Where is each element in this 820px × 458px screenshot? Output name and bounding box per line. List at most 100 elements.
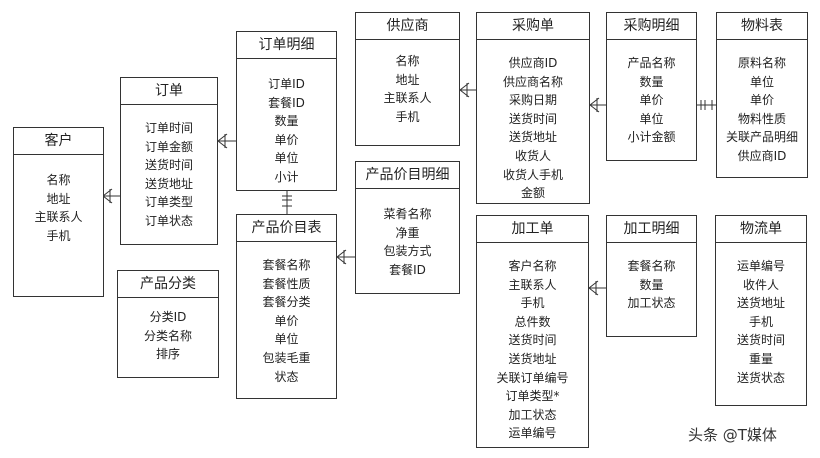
entity-title: 产品价目表 [237, 215, 336, 242]
entity-title: 产品价目明细 [356, 162, 459, 189]
entity-field: 分类名称 [143, 328, 192, 343]
entity-field: 单价 [749, 93, 774, 108]
entity-field: 供应商ID [737, 148, 787, 163]
entity-field: 订单ID [268, 77, 305, 91]
entity-field: 送货地址 [508, 130, 557, 145]
entity-title: 产品分类 [118, 271, 218, 298]
entity-field: 总件数 [514, 314, 551, 329]
entity-title: 采购明细 [607, 13, 696, 40]
entity-field: 送货时间 [508, 111, 557, 126]
entity-field: 数量 [639, 74, 664, 89]
entity-field: 小计金额 [627, 130, 676, 145]
entity-field: 关联产品明细 [725, 130, 798, 145]
entity-field: 客户名称 [508, 259, 557, 273]
entity-field: 单价 [274, 313, 299, 328]
entity-field: 产品名称 [627, 56, 676, 70]
entity-field: 收货人 [514, 148, 551, 163]
entity-title: 客户 [14, 128, 103, 155]
entity-purchase-detail: 采购明细 产品名称 数量 单价 单位 小计金额 [606, 12, 697, 161]
entity-field: 小计 [274, 169, 299, 184]
entity-field: 包装毛重 [262, 350, 311, 365]
entity-field: 原料名称 [737, 56, 786, 70]
entity-field: 单位 [274, 151, 299, 166]
entity-logistics: 物流单 运单编号 收件人 送货地址 手机 送货时间 重量 送货状态 [715, 215, 807, 406]
entity-field: 单价 [639, 93, 664, 108]
entity-field: 手机 [520, 296, 545, 311]
entity-field: 状态 [274, 369, 299, 384]
entity-field: 单位 [274, 332, 299, 347]
entity-field: 数量 [274, 114, 299, 129]
entity-catalog-detail: 产品价目明细 菜肴名称 净重 包装方式 套餐ID [355, 161, 460, 294]
entity-field: 包装方式 [383, 244, 432, 259]
entity-title: 供应商 [356, 13, 459, 40]
entity-field: 订单时间 [144, 121, 193, 135]
entity-field: 手机 [748, 314, 773, 329]
watermark: 头条 @T媒体 [688, 426, 777, 444]
entity-title: 加工明细 [607, 216, 696, 243]
entity-field: 送货状态 [736, 370, 785, 385]
entity-field: 套餐名称 [627, 259, 676, 273]
entity-field: 净重 [395, 225, 420, 240]
entity-field: 送货时间 [144, 158, 193, 173]
entity-field: 送货时间 [508, 333, 557, 348]
entity-field: 套餐ID [389, 262, 426, 277]
entity-field: 运单编号 [736, 259, 785, 273]
entity-field: 手机 [46, 228, 71, 243]
entity-field: 分类ID [149, 310, 187, 324]
entity-field: 套餐性质 [262, 276, 311, 291]
entity-field: 地址 [46, 191, 71, 206]
entity-field: 订单类型* [505, 389, 560, 404]
entity-order: 订单 订单时间 订单金额 送货时间 送货地址 订单类型 订单状态 [120, 77, 218, 245]
entity-supplier: 供应商 名称 地址 主联系人 手机 [355, 12, 460, 146]
entity-field: 数量 [639, 277, 664, 292]
entity-product-category: 产品分类 分类ID 分类名称 排序 [117, 270, 219, 378]
entity-field: 套餐ID [268, 95, 305, 110]
entity-title: 订单 [121, 78, 217, 105]
entity-field: 主联系人 [508, 277, 557, 292]
entity-field: 运单编号 [508, 426, 557, 441]
entity-field: 主联系人 [383, 91, 432, 106]
entity-field: 加工状态 [508, 407, 557, 422]
entity-field: 送货时间 [736, 333, 785, 348]
entity-field: 采购日期 [508, 93, 557, 108]
entity-field: 菜肴名称 [383, 207, 432, 221]
entity-field: 套餐名称 [262, 258, 311, 272]
entity-field: 订单类型 [144, 195, 193, 210]
entity-processing-order: 加工单 客户名称 主联系人 手机 总件数 送货时间 送货地址 关联订单编号 订单… [476, 215, 589, 448]
entity-product-catalog: 产品价目表 套餐名称 套餐性质 套餐分类 单价 单位 包装毛重 状态 [236, 214, 337, 399]
entity-title: 订单明细 [237, 32, 336, 59]
entity-title: 加工单 [477, 216, 588, 243]
entity-field: 收件人 [742, 277, 779, 292]
entity-field: 订单状态 [144, 213, 193, 228]
entity-field: 主联系人 [34, 210, 83, 225]
entity-title: 采购单 [477, 13, 589, 40]
entity-order-detail: 订单明细 订单ID 套餐ID 数量 单价 单位 小计 [236, 31, 337, 191]
entity-field: 名称 [46, 173, 71, 187]
entity-field: 套餐分类 [262, 295, 311, 310]
entity-processing-detail: 加工明细 套餐名称 数量 加工状态 [606, 215, 697, 337]
entity-field: 送货地址 [508, 351, 557, 366]
entity-title: 物流单 [716, 216, 806, 243]
entity-field: 送货地址 [736, 296, 785, 311]
entity-field: 订单金额 [144, 139, 193, 154]
entity-field: 供应商名称 [502, 74, 563, 89]
entity-material: 物料表 原料名称 单位 单价 物料性质 关联产品明细 供应商ID [716, 12, 808, 178]
entity-field: 单位 [749, 74, 774, 89]
entity-field: 单位 [639, 111, 664, 126]
entity-purchase-order: 采购单 供应商ID 供应商名称 采购日期 送货时间 送货地址 收货人 收货人手机… [476, 12, 590, 204]
entity-field: 地址 [395, 72, 420, 87]
entity-field: 名称 [395, 54, 420, 68]
entity-field: 排序 [155, 347, 180, 362]
entity-field: 加工状态 [627, 296, 676, 311]
entity-field: 供应商ID [508, 56, 558, 70]
entity-field: 重量 [748, 351, 773, 366]
entity-title: 物料表 [717, 13, 807, 40]
entity-field: 单价 [274, 132, 299, 147]
entity-field: 物料性质 [737, 111, 786, 126]
entity-field: 手机 [395, 109, 420, 124]
entity-field: 收货人手机 [502, 167, 563, 182]
entity-field: 送货地址 [144, 176, 193, 191]
entity-customer: 客户 名称 地址 主联系人 手机 [13, 127, 104, 297]
entity-field: 关联订单编号 [496, 370, 569, 385]
